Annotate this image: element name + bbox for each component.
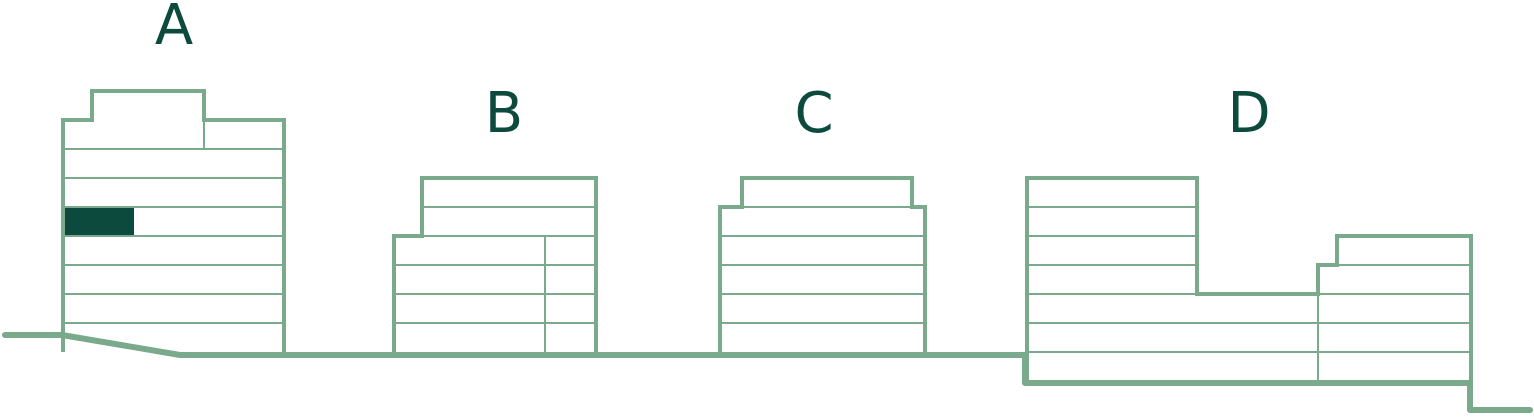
building-b-label: B: [485, 81, 523, 146]
building-b: B: [392, 81, 598, 352]
building-a-label: A: [155, 0, 193, 58]
building-d-label: D: [1227, 81, 1270, 146]
ground-line: [2, 332, 1533, 413]
building-a-outline: [61, 89, 286, 352]
building-c-label: C: [794, 81, 833, 146]
building-a: A: [61, 0, 286, 352]
building-a-highlighted-unit: [65, 208, 134, 235]
building-d-outline: [1025, 176, 1473, 383]
building-c: C: [718, 81, 927, 352]
building-d: D: [1025, 81, 1473, 383]
